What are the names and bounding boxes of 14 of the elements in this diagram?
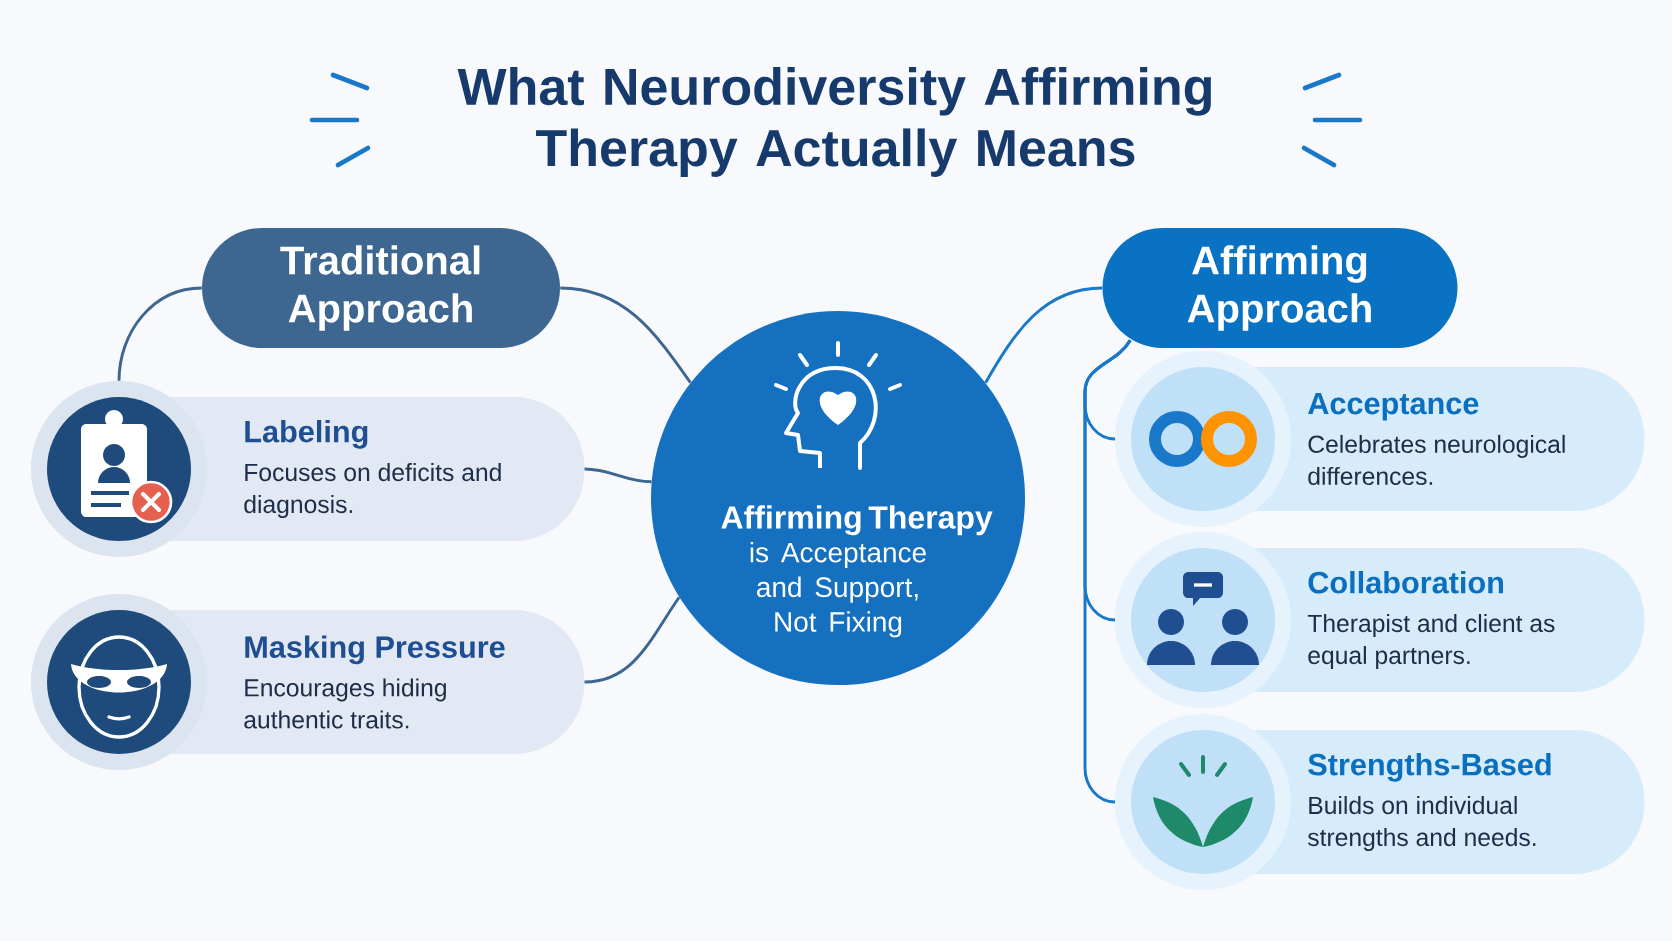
connector-line xyxy=(1083,339,1132,804)
connector-line xyxy=(584,596,681,684)
info-card: Acceptance Celebrates neurological differences. xyxy=(1115,351,1645,527)
title: What Neurodiversity Affirming Therapy Actually Means xyxy=(457,67,1211,177)
title-pill: Affirming Approach xyxy=(1102,228,1458,348)
connector-line xyxy=(584,467,652,484)
connector-line xyxy=(984,286,1103,384)
title-pill: Traditional Approach xyxy=(202,228,560,348)
info-card: Strengths-Based Builds on individual strengths and needs. xyxy=(1115,714,1645,890)
info-card: Labeling Focuses on deficits and diagnosis. xyxy=(31,381,585,557)
connector-line xyxy=(560,286,692,384)
connector-line xyxy=(117,286,202,381)
info-card: Masking Pressure Encourages hiding authentic traits. xyxy=(31,594,585,770)
info-card: Collaboration Therapist and client as equal partners. xyxy=(1115,532,1645,708)
